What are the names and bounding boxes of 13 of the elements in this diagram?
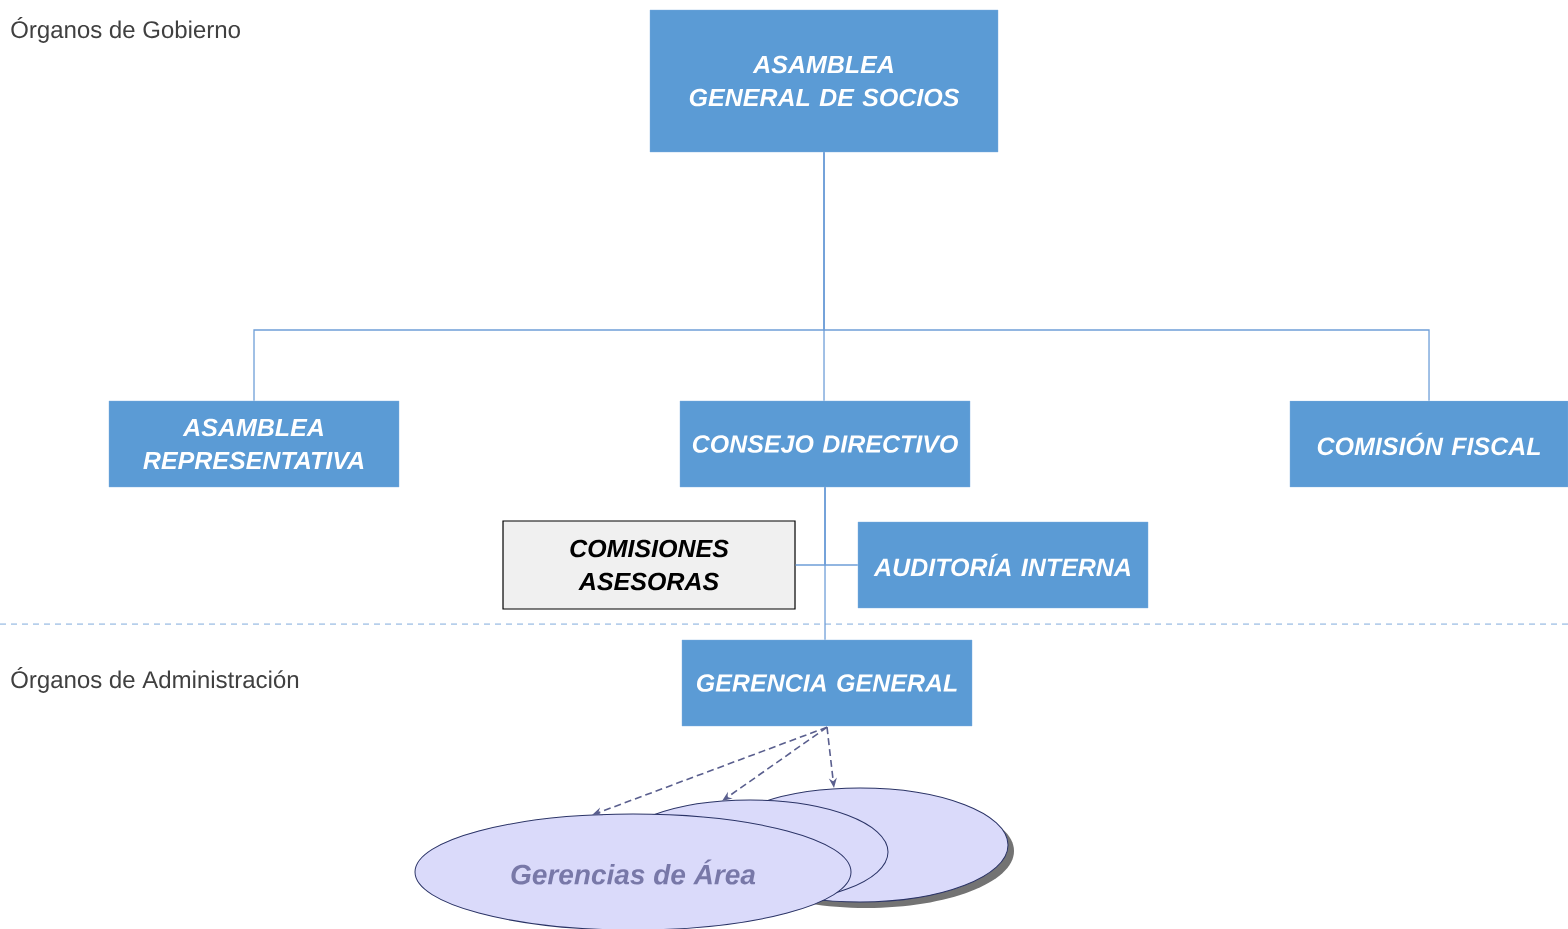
org-box: ASAMBLEA GENERAL DE SOCIOS xyxy=(649,9,999,153)
connector xyxy=(823,151,1430,402)
org-box: ASAMBLEA REPRESENTATIVA xyxy=(108,400,400,488)
org-box: AUDITORÍA INTERNA xyxy=(857,521,1149,609)
org-box: COMISIÓN FISCAL xyxy=(1289,400,1568,488)
org-box: COMISIONES ASESORAS xyxy=(502,520,796,610)
section-label: Órganos de Administración xyxy=(11,667,299,693)
org-box: GERENCIA GENERAL xyxy=(681,639,973,727)
stacked-ellipses: Gerencias de Área xyxy=(414,787,1014,929)
connector xyxy=(722,726,828,801)
connector xyxy=(824,486,826,641)
org-box: CONSEJO DIRECTIVO xyxy=(679,400,971,488)
section-label: Órganos de Gobierno xyxy=(11,17,240,43)
